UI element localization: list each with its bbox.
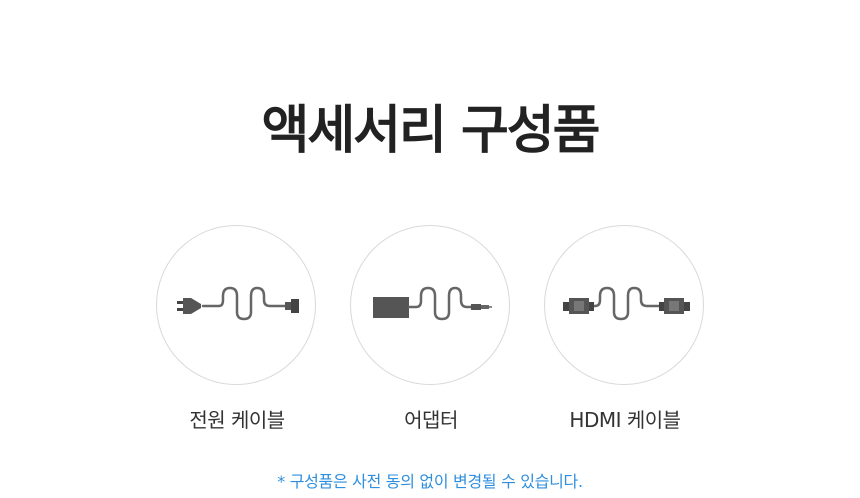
item-label: 전원 케이블 (189, 408, 285, 432)
page-title: 액세서리 구성품 (261, 101, 601, 161)
item-circle: 전원 케이블 (156, 225, 316, 432)
accessory-adapter: 어댑터 (350, 225, 510, 432)
accessory-hdmi-cable: HDMI 케이블 (544, 225, 704, 432)
power-cable-icon (177, 286, 299, 321)
item-circle: HDMI 케이블 (544, 225, 704, 432)
item-label: HDMI 케이블 (569, 408, 681, 432)
adapter-icon (373, 286, 492, 321)
accessory-power-cable: 전원 케이블 (156, 225, 316, 432)
item-label: 어댑터 (404, 408, 458, 432)
disclaimer-note: * 구성품은 사전 동의 없이 변경될 수 있습니다. (277, 472, 583, 491)
item-circle: 어댑터 (350, 225, 510, 432)
hdmi-cable-icon (563, 286, 690, 321)
